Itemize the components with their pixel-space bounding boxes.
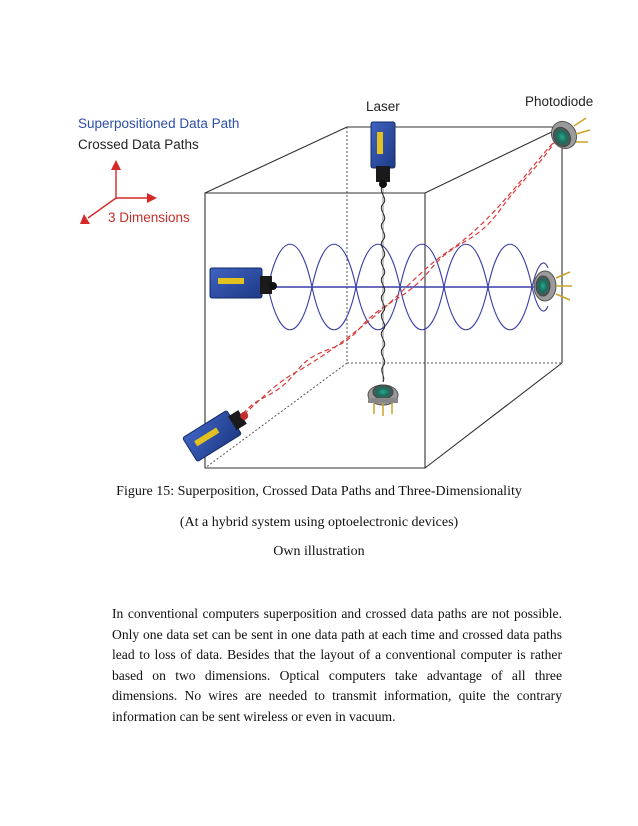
figure-caption-credit: Own illustration	[273, 544, 365, 559]
legend-superpositioned-label: Superpositioned Data Path	[78, 116, 240, 131]
photodiode-right-device	[533, 270, 572, 302]
photodiode-topright-device	[550, 117, 591, 150]
figure-illustration: Superpositioned Data Path Crossed Data P…	[78, 94, 594, 469]
laser-top-device	[370, 121, 396, 188]
legend-crossed-label: Crossed Data Paths	[78, 137, 199, 152]
vertical-coil	[380, 185, 386, 383]
cube-diagram	[80, 117, 591, 469]
laser-left-device	[209, 267, 277, 299]
laser-diagonal-device	[182, 410, 249, 462]
crossed-data-paths	[237, 139, 557, 421]
body-paragraph: In conventional computers superposition …	[112, 606, 562, 724]
axis-arrows	[80, 160, 157, 224]
dimensions-label: 3 Dimensions	[108, 210, 190, 225]
photodiode-bottom-device	[367, 384, 399, 416]
cube-edges	[204, 126, 563, 469]
cube-back-edges	[204, 127, 562, 469]
figure-caption-subtitle: (At a hybrid system using optoelectronic…	[179, 515, 459, 530]
superposition-wave	[267, 243, 549, 331]
figure-caption-title: Figure 15: Superposition, Crossed Data P…	[116, 484, 522, 499]
laser-label: Laser	[366, 99, 400, 114]
photodiode-label: Photodiode	[525, 94, 594, 109]
